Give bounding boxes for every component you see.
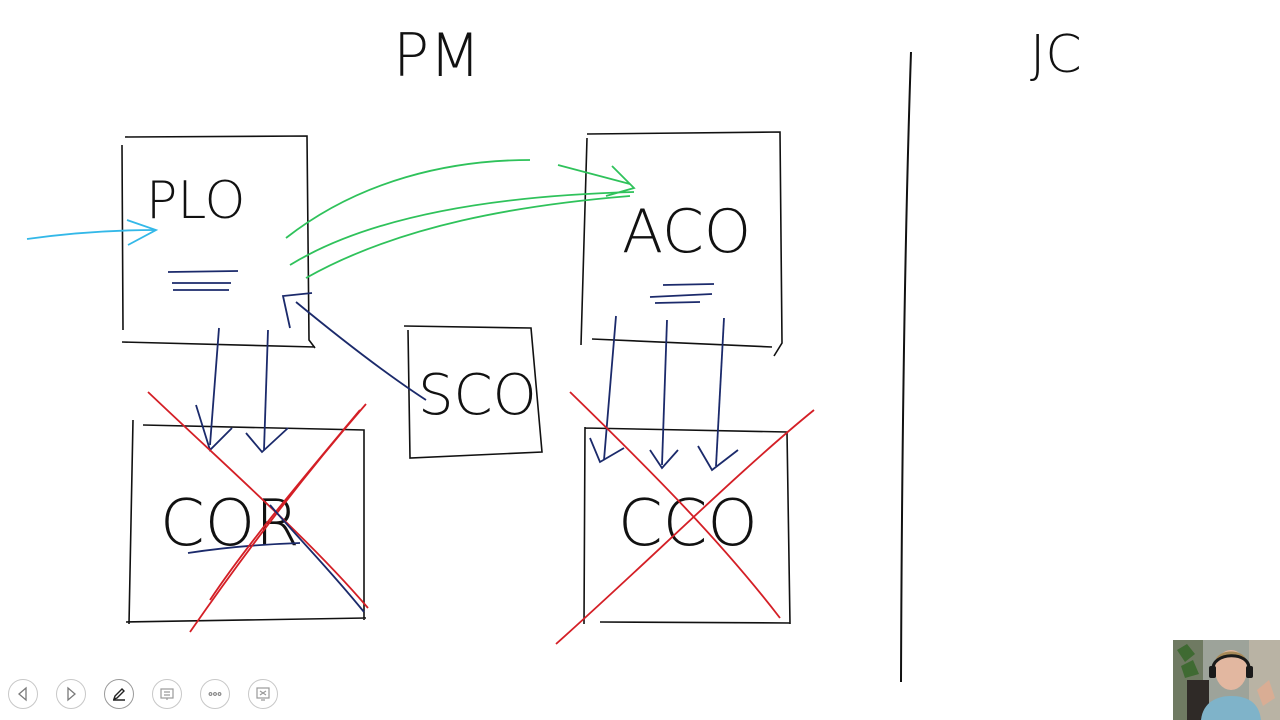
next-slide-icon bbox=[63, 686, 79, 702]
arrow-input-cyan bbox=[27, 220, 156, 245]
more-options-button[interactable] bbox=[200, 679, 230, 709]
box-aco: ACO bbox=[581, 132, 782, 356]
box-sco-label: SCO bbox=[418, 363, 537, 428]
next-slide-button[interactable] bbox=[56, 679, 86, 709]
box-cco-label: CCO bbox=[618, 487, 758, 561]
box-cor-label: COR bbox=[160, 487, 300, 561]
previous-slide-button[interactable] bbox=[8, 679, 38, 709]
see-all-slides-button[interactable] bbox=[152, 679, 182, 709]
presenter-view-button[interactable] bbox=[248, 679, 278, 709]
presenter-view-icon bbox=[255, 686, 271, 702]
presenter-camera-feed bbox=[1173, 640, 1280, 720]
box-plo: PLO bbox=[122, 136, 315, 348]
heading-pm: PM bbox=[393, 21, 481, 91]
heading-jc: JC bbox=[1030, 25, 1082, 85]
pen-icon bbox=[111, 686, 127, 702]
arrows-plo-to-aco-green bbox=[286, 160, 634, 278]
previous-slide-icon bbox=[15, 686, 31, 702]
box-aco-label: ACO bbox=[622, 197, 751, 267]
slideshow-toolbar bbox=[8, 678, 278, 710]
box-plo-label: PLO bbox=[146, 171, 245, 231]
pen-button[interactable] bbox=[104, 679, 134, 709]
see-all-slides-icon bbox=[159, 686, 175, 702]
presenter-webcam bbox=[1173, 640, 1280, 720]
box-cor: COR bbox=[126, 420, 366, 624]
more-options-icon bbox=[207, 686, 223, 702]
vertical-divider bbox=[901, 52, 911, 682]
box-sco: SCO bbox=[404, 326, 542, 458]
